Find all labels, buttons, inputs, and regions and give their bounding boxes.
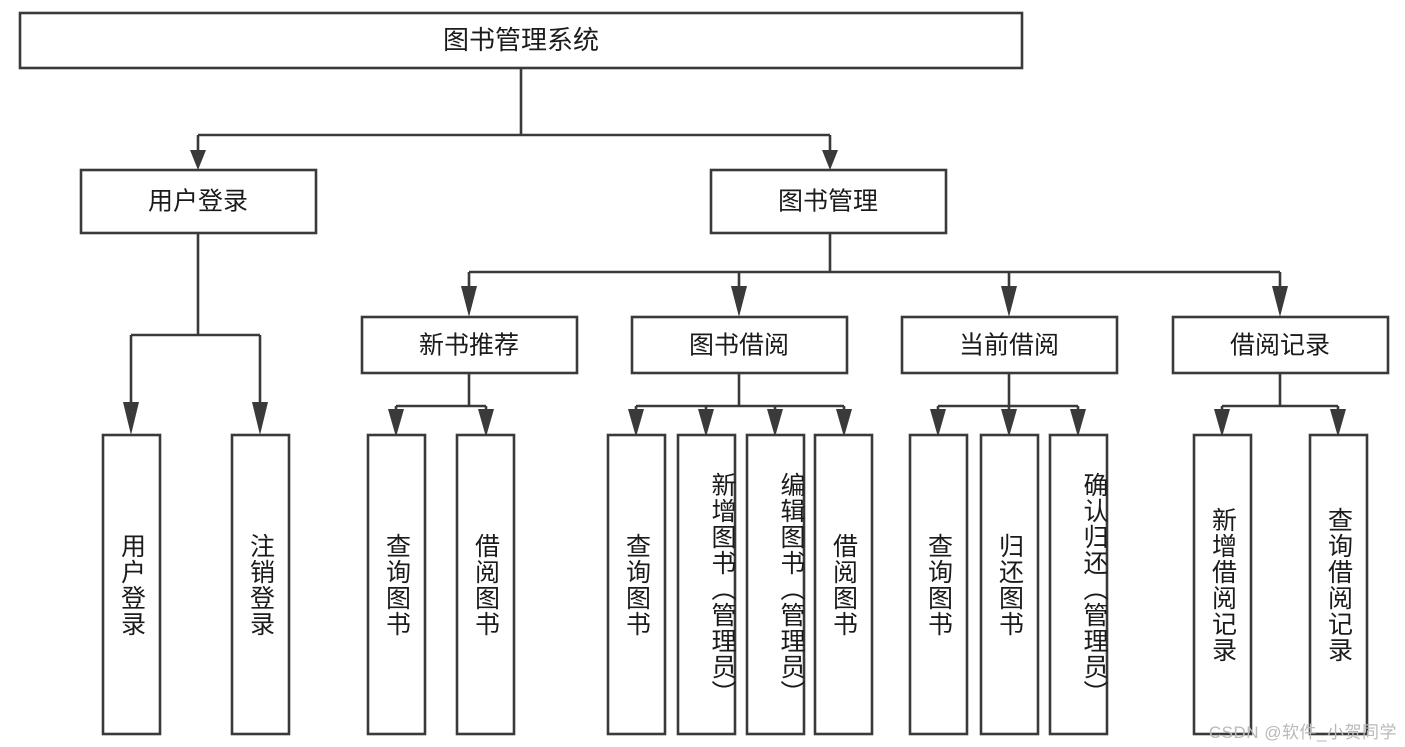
node-leaf-return-book[interactable] (979, 433, 1040, 736)
node-current-borrow[interactable]: 当前借阅 (900, 315, 1119, 375)
arrowhead-book-manage (822, 150, 838, 170)
arrowhead-leaf-query-book-borrow (628, 409, 644, 437)
node-new-book-rec[interactable]: 新书推荐 (360, 315, 579, 375)
node-leaf-query-record[interactable] (1308, 433, 1369, 736)
watermark: CSDN @软件_小贺同学 (1208, 723, 1397, 742)
arrowhead-leaf-query-book-current (930, 409, 946, 437)
arrowhead-user-login (190, 150, 206, 170)
arrowhead-leaf-logout (252, 402, 268, 435)
arrowhead-leaf-confirm-return (1070, 409, 1086, 437)
node-root-label: 图书管理系统 (443, 25, 599, 55)
arrowhead-current-borrow (1001, 286, 1017, 317)
arrowhead-book-borrow (731, 286, 747, 317)
node-book-borrow-label: 图书借阅 (689, 332, 789, 360)
node-borrow-record[interactable]: 借阅记录 (1171, 315, 1390, 375)
node-leaf-user-login[interactable] (101, 433, 162, 736)
node-leaf-add-record[interactable] (1192, 433, 1253, 736)
arrowhead-leaf-borrow-book (836, 409, 852, 437)
arrowhead-leaf-query-record (1330, 409, 1346, 437)
arrowhead-leaf-add-book (698, 409, 714, 437)
arrowhead-leaf-query-book-rec (388, 409, 404, 437)
node-leaf-logout[interactable] (230, 433, 291, 736)
arrowhead-leaf-return-book (1001, 409, 1017, 437)
node-current-borrow-label: 当前借阅 (959, 332, 1059, 360)
arrowhead-leaf-user-login (123, 402, 139, 435)
arrowhead-leaf-borrow-book-rec (478, 409, 494, 437)
arrowhead-borrow-record (1272, 286, 1288, 317)
node-new-book-rec-label: 新书推荐 (419, 332, 519, 360)
node-user-login[interactable]: 用户登录 (79, 168, 318, 235)
node-root[interactable]: 图书管理系统 (18, 11, 1024, 70)
node-leaf-borrow-book-rec[interactable] (455, 433, 516, 736)
node-leaf-edit-book[interactable] (745, 433, 806, 736)
node-leaf-borrow-book[interactable] (813, 433, 874, 736)
node-book-manage[interactable]: 图书管理 (709, 168, 948, 235)
arrowhead-new-book-rec (461, 286, 477, 317)
node-leaf-query-book-borrow[interactable] (606, 433, 667, 736)
node-borrow-record-label: 借阅记录 (1230, 332, 1330, 360)
node-leaf-query-book-current[interactable] (908, 433, 969, 736)
node-leaf-query-book-rec[interactable] (366, 433, 427, 736)
arrowhead-leaf-add-record (1214, 409, 1230, 437)
node-leaf-confirm-return[interactable] (1048, 433, 1109, 736)
node-book-manage-label: 图书管理 (778, 188, 878, 216)
node-leaf-add-book[interactable] (676, 433, 737, 736)
node-book-borrow[interactable]: 图书借阅 (630, 315, 849, 375)
edge-layer (123, 68, 1346, 437)
arrowhead-leaf-edit-book (767, 409, 783, 437)
node-user-login-label: 用户登录 (148, 188, 248, 216)
